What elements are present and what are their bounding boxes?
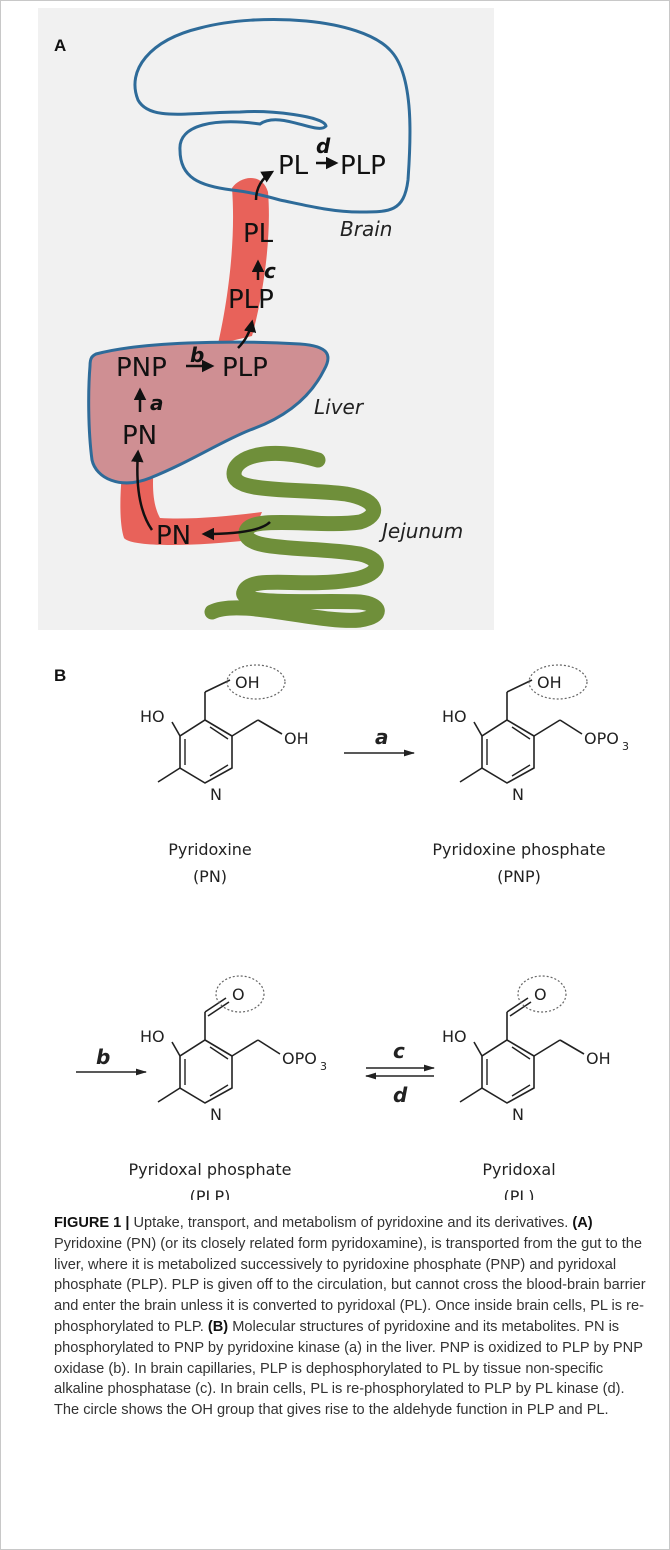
panel-b-structures: OH HO OH N a OH HO OPO 3 N Pyridoxine (P…	[76, 664, 629, 1200]
arrow-gut-to-liver	[131, 449, 154, 531]
plp-name: Pyridoxal phosphate	[128, 1160, 291, 1179]
plp-o-circled: O	[232, 985, 245, 1004]
panel-b-label: B	[54, 666, 67, 685]
brain-outline	[133, 17, 412, 214]
panel-a-label: A	[54, 36, 67, 55]
plp-ho: HO	[140, 1027, 165, 1046]
enzyme-d-label: d	[316, 134, 331, 158]
liver-organ-label: Liver	[314, 395, 365, 419]
plp-structure: O HO OPO 3 N	[140, 975, 327, 1124]
pl-structure: O HO OH N	[442, 975, 611, 1124]
pn-ho: HO	[140, 707, 165, 726]
pnp-opo: OPO	[584, 729, 619, 748]
enzyme-b-label: b	[190, 343, 204, 367]
pnp-name: Pyridoxine phosphate	[432, 840, 605, 859]
figure-caption: FIGURE 1 | Uptake, transport, and metabo…	[54, 1213, 650, 1421]
reaction-a-label: a	[375, 725, 389, 749]
liver-pn-label: PN	[122, 421, 157, 451]
pl-name: Pyridoxal	[482, 1160, 555, 1179]
arrow-liver-to-vessel	[237, 319, 257, 349]
pn-oh-circled: OH	[235, 673, 260, 692]
arrow-vessel-to-brain	[254, 170, 275, 201]
arrow-jejunum-to-pn	[201, 521, 271, 541]
enzyme-c-label: c	[264, 259, 276, 283]
pl-o-circled: O	[534, 985, 547, 1004]
pnp-opo-subscript: 3	[622, 740, 629, 753]
brain-pl-label: PL	[278, 151, 309, 181]
enzyme-a-label: a	[150, 391, 164, 415]
brain-organ-label: Brain	[340, 217, 392, 241]
pn-n: N	[210, 785, 222, 804]
pl-abbr: (PL)	[503, 1187, 534, 1200]
pn-abbr: (PN)	[193, 867, 227, 886]
pyridoxine-structure: OH HO OH N	[140, 664, 309, 804]
blood-vessel-upper	[218, 178, 269, 344]
panel-a-diagram: PL PLP d PL c PLP PNP b PLP a PN PN Brai…	[87, 17, 463, 628]
pl-n: N	[512, 1105, 524, 1124]
liver-plp-label: PLP	[222, 353, 268, 383]
plp-opo-subscript: 3	[320, 1060, 327, 1073]
brain-plp-label: PLP	[340, 151, 386, 181]
pn-oh: OH	[284, 729, 309, 748]
pn-name: Pyridoxine	[168, 840, 252, 859]
capillary-plp-label: PLP	[228, 285, 274, 315]
caption-a-text: Pyridoxine (PN) (or its closely related …	[54, 1235, 646, 1335]
pnp-ho: HO	[442, 707, 467, 726]
plp-abbr: (PLP)	[190, 1187, 231, 1200]
jejunum-organ-label: Jejunum	[378, 519, 463, 543]
pl-oh: OH	[586, 1049, 611, 1068]
caption-intro: Uptake, transport, and metabolism of pyr…	[129, 1215, 573, 1231]
pnp-n: N	[512, 785, 524, 804]
caption-a-label: (A)	[572, 1215, 593, 1231]
liver-pnp-label: PNP	[116, 353, 167, 383]
gut-pn-label: PN	[156, 521, 191, 551]
plp-n: N	[210, 1105, 222, 1124]
reaction-d-label: d	[393, 1083, 408, 1107]
caption-figure-label: FIGURE 1 |	[54, 1215, 130, 1231]
liver-shape	[87, 340, 330, 485]
plp-opo: OPO	[282, 1049, 317, 1068]
jejunum-shape	[204, 445, 385, 628]
reaction-c-label: c	[393, 1039, 405, 1063]
pnp-abbr: (PNP)	[497, 867, 541, 886]
pnp-structure: OH HO OPO 3 N	[442, 664, 629, 804]
blood-vessel-lower	[120, 440, 262, 545]
pl-ho: HO	[442, 1027, 467, 1046]
reaction-b-label: b	[96, 1045, 110, 1069]
caption-b-label: (B)	[207, 1318, 229, 1335]
caption-b-text: Molecular structures of pyridoxine and i…	[54, 1318, 643, 1419]
capillary-pl-label: PL	[243, 219, 274, 249]
pnp-oh-circled: OH	[537, 673, 562, 692]
